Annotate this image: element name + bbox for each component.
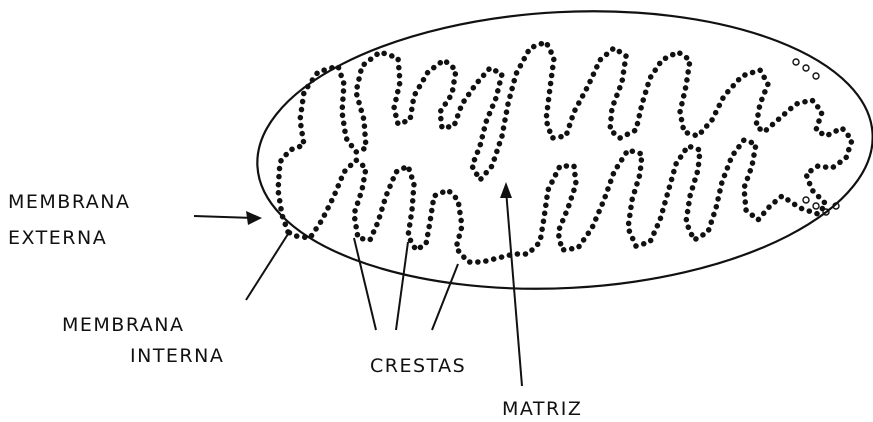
matrix-arrowhead <box>500 182 512 198</box>
pointer-lines <box>194 182 522 386</box>
label-inner-membrane-2: INTERNA <box>130 345 224 367</box>
label-matrix: MATRIZ <box>502 398 582 420</box>
outer-membrane-arrowhead <box>246 211 262 225</box>
outer-membrane <box>250 0 873 304</box>
cristae-line-2 <box>396 242 408 330</box>
label-inner-membrane-1: MEMBRANA <box>62 314 184 336</box>
cristae-line-3 <box>432 264 458 330</box>
label-outer-membrane-1: MEMBRANA <box>8 191 130 213</box>
inner-membrane-line <box>246 234 288 300</box>
inner-membrane-cristae <box>278 42 852 262</box>
decorative-rings <box>793 59 839 215</box>
label-outer-membrane-2: EXTERNA <box>8 227 107 249</box>
cristae-line-1 <box>354 238 376 330</box>
outer-membrane-arrow-line <box>194 216 254 218</box>
label-cristae: CRESTAS <box>370 355 466 377</box>
